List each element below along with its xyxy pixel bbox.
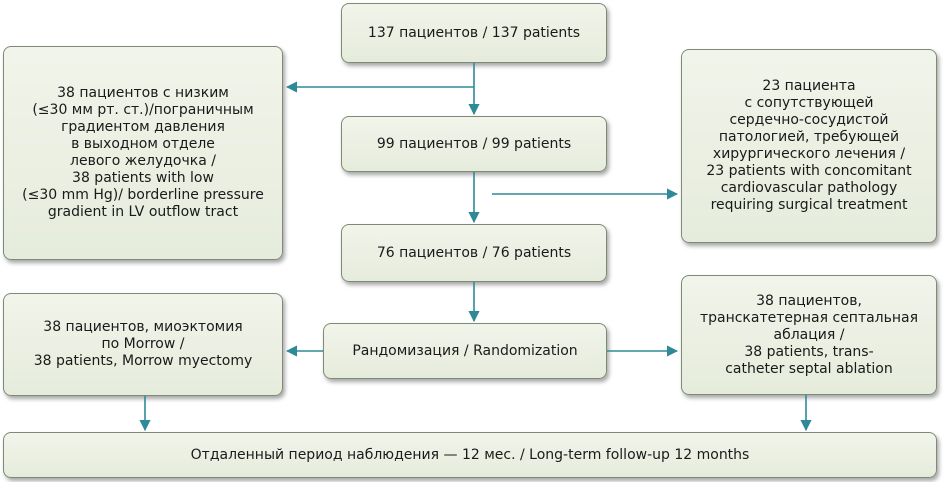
- node-followup-label: Отдаленный период наблюдения — 12 мес. /…: [190, 446, 750, 463]
- node-ablation-label: 38 пациентов, транскатетерная септальная…: [699, 292, 919, 377]
- node-excluded-low-gradient: 38 пациентов с низким (≤30 мм рт. ст.)/п…: [3, 46, 283, 260]
- node-excluded-cardio-label: 23 пациента с сопутствующей сердечно-сос…: [706, 78, 912, 213]
- node-after-first-exclusion: 99 пациентов / 99 patients: [341, 116, 607, 172]
- node-after-second-exclusion-label: 76 пациентов / 76 patients: [376, 244, 572, 261]
- node-followup: Отдаленный период наблюдения — 12 мес. /…: [3, 432, 937, 478]
- node-myectomy-label: 38 пациентов, миоэктомия по Morrow / 38 …: [33, 319, 253, 369]
- node-excluded-low-gradient-label: 38 пациентов с низким (≤30 мм рт. ст.)/п…: [22, 85, 264, 220]
- node-total-label: 137 пациентов / 137 patients: [367, 24, 581, 41]
- node-after-second-exclusion: 76 пациентов / 76 patients: [341, 224, 607, 282]
- node-myectomy: 38 пациентов, миоэктомия по Morrow / 38 …: [3, 293, 283, 396]
- node-randomization-label: Рандомизация / Randomization: [352, 342, 578, 359]
- node-excluded-cardio: 23 пациента с сопутствующей сердечно-сос…: [681, 49, 937, 243]
- node-randomization: Рандомизация / Randomization: [323, 323, 607, 379]
- node-after-first-exclusion-label: 99 пациентов / 99 patients: [376, 135, 572, 152]
- node-ablation: 38 пациентов, транскатетерная септальная…: [681, 275, 937, 395]
- node-total: 137 пациентов / 137 patients: [341, 3, 607, 63]
